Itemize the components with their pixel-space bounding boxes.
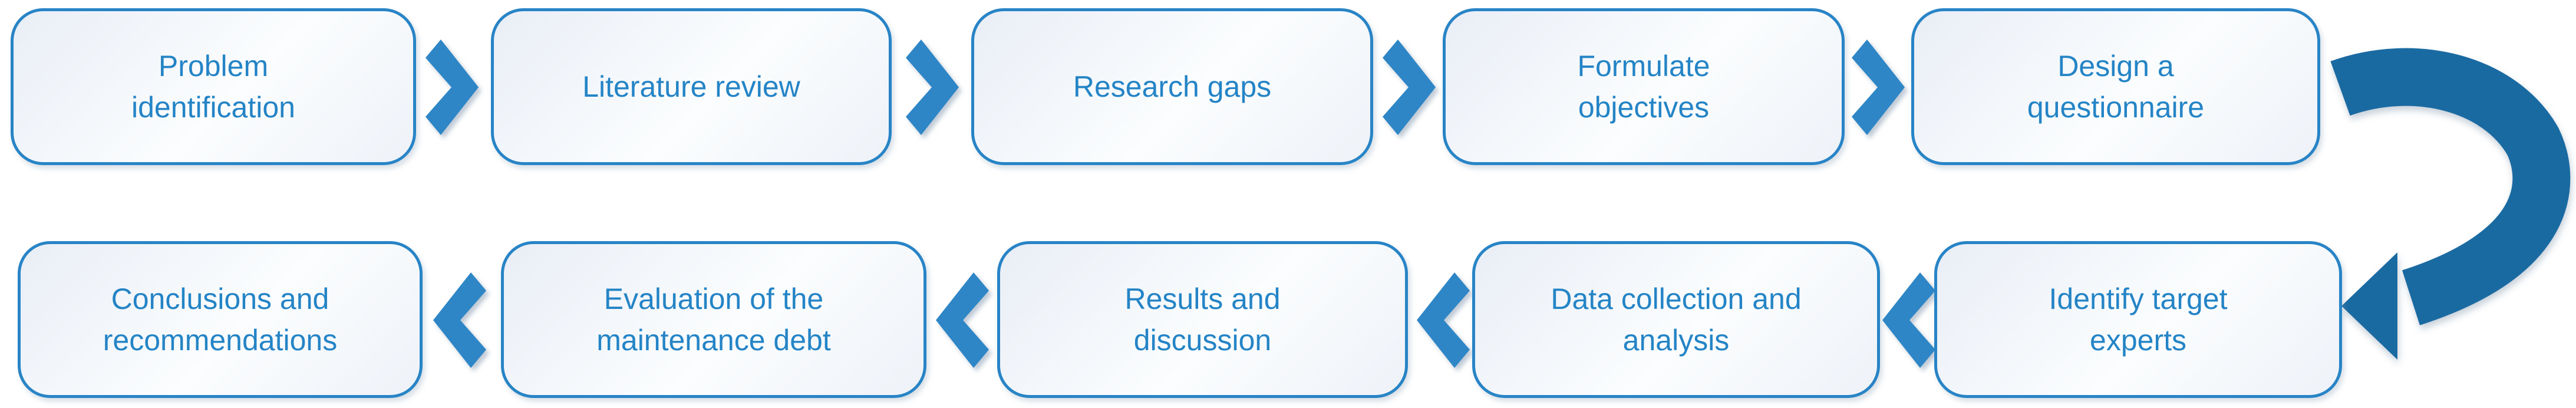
step-label: Conclusions and recommendations <box>103 282 338 357</box>
chevron-left-icon <box>433 272 486 368</box>
step-problem-identification: Problem identification <box>11 8 416 165</box>
chevron-right-icon <box>426 40 479 135</box>
step-label: Data collection and analysis <box>1551 282 1802 357</box>
chevron-right-icon <box>1852 40 1905 135</box>
step-results-discussion: Results and discussion <box>997 241 1408 398</box>
step-literature-review: Literature review <box>491 8 892 165</box>
step-label: Evaluation of the maintenance debt <box>596 282 831 357</box>
step-label: Identify target experts <box>2049 282 2228 357</box>
step-evaluation-maintenance-debt: Evaluation of the maintenance debt <box>501 241 926 398</box>
chevron-left-icon <box>1882 272 1935 368</box>
chevron-right-icon <box>1383 40 1436 135</box>
step-data-collection-analysis: Data collection and analysis <box>1472 241 1880 398</box>
step-label: Problem identification <box>131 50 295 124</box>
step-label: Literature review <box>582 70 800 103</box>
chevron-left-icon <box>1417 272 1470 368</box>
curved-flow-arrow-icon <box>2330 48 2571 360</box>
step-design-questionnaire: Design a questionnaire <box>1911 8 2320 165</box>
step-conclusions-recommendations: Conclusions and recommendations <box>18 241 423 398</box>
step-label: Research gaps <box>1073 70 1272 103</box>
step-formulate-objectives: Formulate objectives <box>1443 8 1845 165</box>
chevron-right-icon <box>906 40 959 135</box>
step-label: Design a questionnaire <box>2027 50 2205 124</box>
step-research-gaps: Research gaps <box>971 8 1373 165</box>
chevron-left-icon <box>936 272 989 368</box>
step-label: Results and discussion <box>1124 282 1281 357</box>
step-label: Formulate objectives <box>1577 50 1710 124</box>
step-identify-target-experts: Identify target experts <box>1934 241 2342 398</box>
